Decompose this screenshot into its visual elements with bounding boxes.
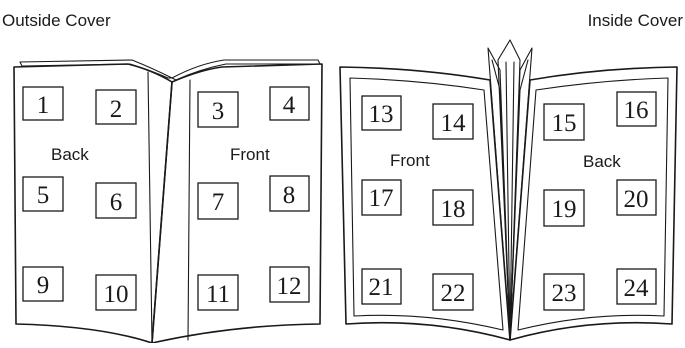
panel-16-label: 16 (624, 97, 649, 124)
panel-11-label: 11 (206, 281, 230, 308)
panel-1-label: 1 (37, 92, 50, 119)
panel-5-label: 5 (37, 182, 50, 209)
panel-13-label: 13 (369, 101, 394, 128)
panel-12-label: 12 (277, 273, 302, 300)
panel-3-label: 3 (212, 98, 225, 125)
inside-back-label: Back (583, 152, 621, 171)
outside-front-spine-line (188, 80, 190, 340)
panel-9-label: 9 (37, 272, 50, 299)
panel-22-label: 22 (441, 280, 466, 307)
panel-20-label: 20 (624, 186, 649, 213)
outside-panels: 1 2 3 4 5 6 7 8 9 10 11 12 (23, 87, 309, 310)
panel-19-label: 19 (552, 196, 577, 223)
panel-17-label: 17 (369, 185, 394, 212)
inside-fanned-pages (488, 40, 532, 340)
panel-24-label: 24 (624, 275, 650, 302)
outside-back-label: Back (51, 145, 89, 164)
outside-page-edges-left (20, 60, 172, 78)
outside-front-label: Front (230, 145, 270, 164)
panel-15-label: 15 (552, 110, 577, 137)
panel-23-label: 23 (552, 280, 577, 307)
panel-8-label: 8 (283, 182, 296, 209)
panel-14-label: 14 (441, 110, 467, 137)
outside-back-spine-line (148, 72, 152, 343)
panel-10-label: 10 (104, 281, 129, 308)
panel-21-label: 21 (369, 274, 394, 301)
panel-6-label: 6 (110, 189, 123, 216)
outside-page-edges-right (172, 60, 320, 80)
inside-cover-title: Inside Cover (588, 11, 684, 30)
inside-front-label: Front (390, 151, 430, 170)
outside-cover-title: Outside Cover (2, 11, 111, 30)
panel-4-label: 4 (283, 92, 296, 119)
panel-7-label: 7 (212, 189, 225, 216)
panel-18-label: 18 (441, 196, 466, 223)
panel-2-label: 2 (110, 96, 123, 123)
